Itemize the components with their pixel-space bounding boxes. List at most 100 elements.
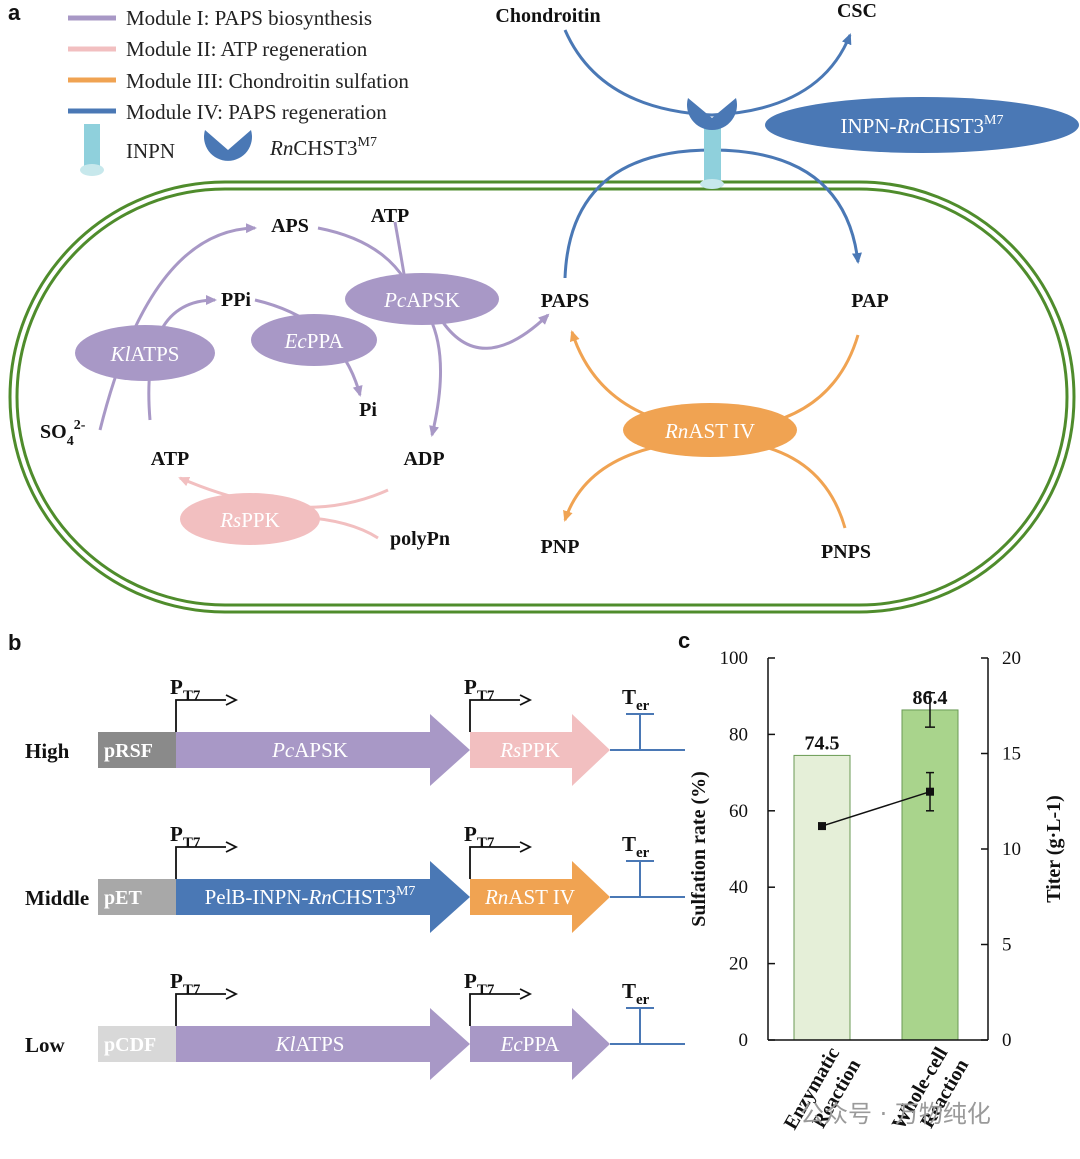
enzyme-pcapsk: PcAPSK	[345, 273, 499, 325]
promoter-1: PT7	[170, 675, 239, 732]
terminator-label: Ter	[622, 685, 650, 714]
gene1-label: KlATPS	[275, 1032, 345, 1056]
enzyme-klatps: KlATPS	[75, 325, 215, 381]
gene1-arrow	[176, 861, 470, 933]
svg-text:PcAPSK: PcAPSK	[383, 288, 460, 312]
legend-module4: Module IV: PAPS regeneration	[126, 100, 387, 124]
watermark: 公众号 · 万物纯化	[800, 1100, 991, 1128]
label-paps: PAPS	[541, 290, 590, 312]
enzyme-rsppk: RsPPK	[180, 493, 320, 545]
legend-rnchst3: RnCHST3M7	[269, 135, 377, 160]
panel-a-label: a	[8, 0, 21, 25]
left-tick-label: 40	[729, 877, 748, 898]
right-tick-label: 0	[1002, 1030, 1012, 1051]
right-tick-label: 15	[1002, 744, 1021, 765]
terminator-label: Ter	[622, 979, 650, 1008]
cell-membrane	[8, 180, 1076, 614]
svg-text:RnAST IV: RnAST IV	[664, 419, 755, 443]
promoter-1: PT7	[170, 969, 239, 1026]
legend-module2: Module II: ATP regeneration	[126, 37, 368, 61]
promoter-2: PT7	[464, 822, 533, 879]
left-tick-label: 100	[720, 648, 749, 669]
terminator-label: Ter	[622, 832, 650, 861]
gene1-label: PcAPSK	[271, 738, 348, 762]
label-csc: CSC	[837, 0, 877, 22]
titer-line	[821, 790, 931, 827]
label-ppi: PPi	[221, 289, 251, 311]
gene1-arrow	[176, 714, 470, 786]
promoter-label: PT7	[464, 822, 495, 851]
enzyme-icon	[204, 130, 252, 161]
svg-text:KlATPS: KlATPS	[110, 342, 180, 366]
left-tick-label: 0	[739, 1030, 749, 1051]
enzyme-rnast: RnAST IV	[623, 403, 797, 457]
label-pnps: PNPS	[821, 541, 871, 563]
label-so4: SO42-	[40, 418, 86, 449]
label-polypn: polyPn	[390, 528, 450, 550]
gene2-label: RnAST IV	[484, 885, 575, 909]
plasmid-box	[98, 1026, 176, 1062]
right-tick-label: 10	[1002, 839, 1021, 860]
label-pap: PAP	[851, 290, 888, 312]
promoter-1: PT7	[170, 822, 239, 879]
terminator: Ter	[622, 832, 654, 897]
promoter-label: PT7	[170, 969, 201, 998]
label-adp: ADP	[403, 448, 444, 470]
right-tick-label: 20	[1002, 648, 1021, 669]
y2-axis-label: Titer (g·L-1)	[1043, 795, 1065, 903]
legend-inpn: INPN	[126, 139, 175, 163]
bar-1	[793, 754, 851, 1041]
promoter-label: PT7	[464, 969, 495, 998]
bar-error-bar	[925, 692, 935, 728]
bar-data-label: 74.5	[805, 732, 840, 754]
terminator: Ter	[622, 685, 654, 750]
membrane-enzyme	[687, 98, 737, 189]
promoter-2: PT7	[464, 969, 533, 1026]
category-label: Whole-cellReaction	[888, 1043, 974, 1145]
panel-b-label: b	[8, 630, 21, 655]
expression-level-label: Low	[25, 1033, 66, 1057]
gene1-label: PelB-INPN-RnCHST3M7	[205, 884, 416, 909]
gene2-label: RsPPK	[499, 738, 560, 762]
gene2-arrow	[470, 714, 610, 786]
construct-middle: Middle pET PelB-INPN-RnCHST3M7 RnAST IV PT7 P…	[25, 822, 685, 933]
label-aps: APS	[271, 215, 309, 237]
promoter-label: PT7	[170, 822, 201, 851]
svg-text:RsPPK: RsPPK	[219, 508, 280, 532]
label-atp-bottom: ATP	[151, 448, 190, 470]
expression-level-label: Middle	[25, 886, 89, 910]
label-chondroitin: Chondroitin	[495, 5, 600, 27]
plasmid-label: pRSF	[104, 740, 153, 762]
plasmid-box	[98, 732, 176, 768]
label-pi: Pi	[359, 399, 377, 421]
gene1-arrow	[176, 1008, 470, 1080]
promoter-label: PT7	[464, 675, 495, 704]
y-axis-label: Sulfation rate (%)	[688, 771, 710, 927]
bar-2	[901, 709, 959, 1041]
fusion-protein-label: INPN-RnCHST3M7	[765, 97, 1079, 153]
left-tick-label: 60	[729, 801, 748, 822]
label-atp-top: ATP	[371, 205, 410, 227]
label-pnp: PNP	[541, 536, 580, 558]
category-label: EnzymaticReaction	[780, 1043, 865, 1145]
inpn-icon	[80, 124, 104, 176]
plasmid-label: pET	[104, 887, 142, 909]
left-tick-label: 20	[729, 954, 748, 975]
right-tick-label: 5	[1002, 935, 1012, 956]
svg-text:INPN-RnCHST3M7: INPN-RnCHST3M7	[841, 113, 1004, 138]
enzyme-ecppa: EcPPA	[251, 314, 377, 366]
promoter-2: PT7	[464, 675, 533, 732]
plasmid-box	[98, 879, 176, 915]
plasmid-label: pCDF	[104, 1034, 156, 1056]
left-tick-label: 80	[729, 724, 748, 745]
gene2-arrow	[470, 861, 610, 933]
panel-c-label: c	[678, 628, 690, 653]
titer-point	[818, 822, 826, 831]
terminator: Ter	[622, 979, 654, 1044]
legend-module3: Module III: Chondroitin sulfation	[126, 69, 409, 93]
